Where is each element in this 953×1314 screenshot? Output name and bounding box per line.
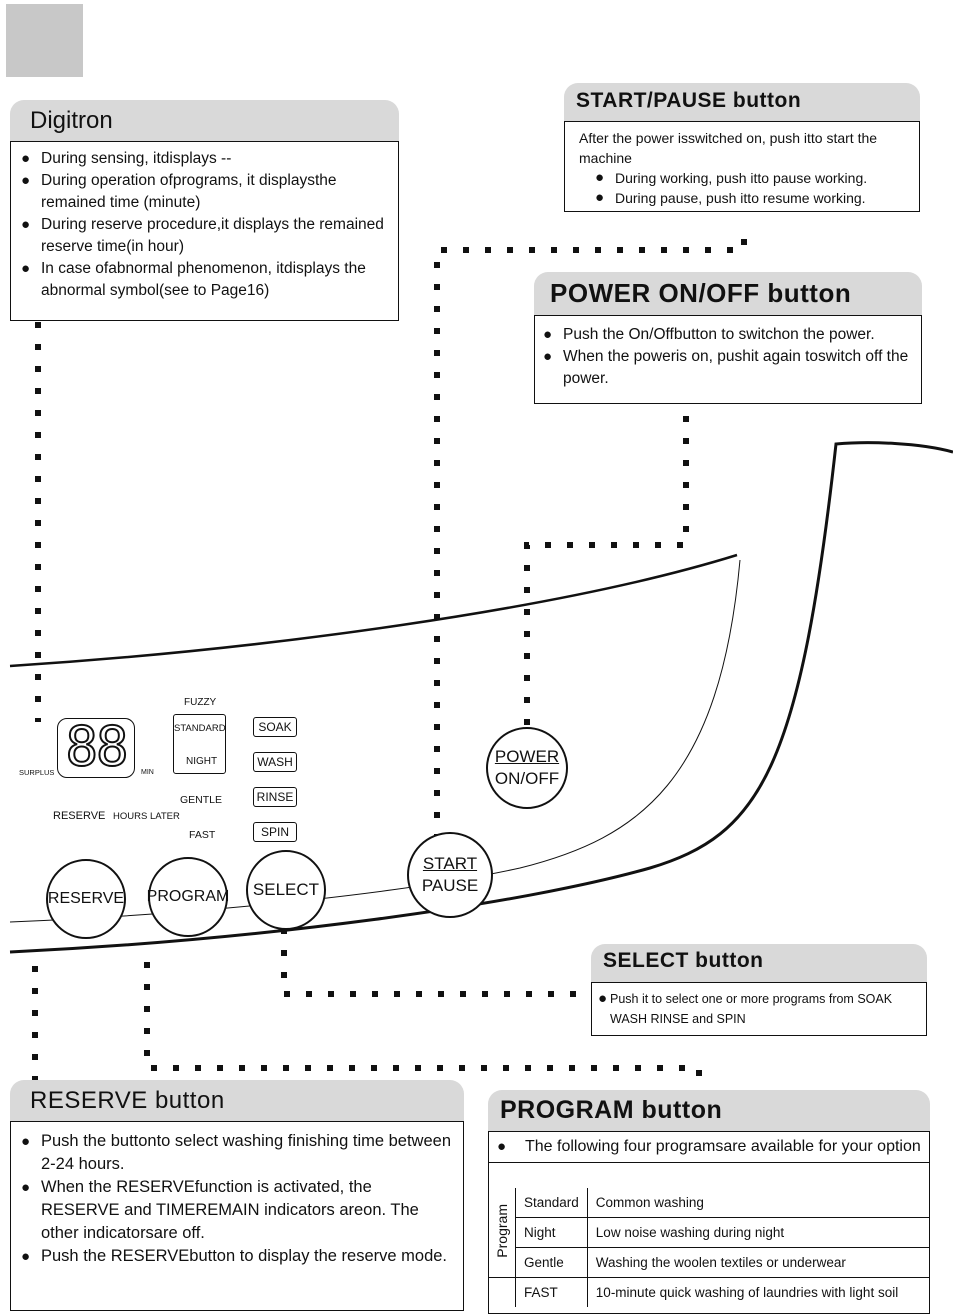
program-name-cell: FAST [515, 1277, 588, 1308]
program-desc-cell: Low noise washing during night [586, 1217, 930, 1248]
digitron-description-box: During sensing, itdisplays -- During ope… [10, 141, 399, 321]
reserve-item: When the RESERVEfunction is activated, t… [19, 1176, 453, 1245]
power-title: POWER ON/OFF button [550, 278, 852, 308]
table-row: Program Standard Common washing [488, 1187, 930, 1278]
digit-display [57, 718, 135, 778]
start-pause-item: During pause, push itto resume working. [593, 188, 907, 208]
start-pause-item: During working, push itto pause working. [593, 168, 907, 188]
soak-indicator: SOAK [253, 717, 297, 737]
panel-lower-edge [610, 444, 836, 860]
reserve-button[interactable]: RESERVE [46, 859, 126, 939]
leader-select [281, 928, 576, 997]
digitron-item: During reserve procedure,it displays the… [19, 214, 390, 258]
select-button[interactable]: SELECT [246, 850, 326, 930]
panel-top-curve [9, 553, 738, 668]
standard-label: STANDARD [174, 723, 226, 734]
power-button-label: POWER [494, 747, 560, 766]
reserve-description-box: Push the buttonto select washing finishi… [10, 1121, 464, 1311]
program-side-label: Program [494, 1204, 510, 1258]
digitron-item: During operation ofprograms, it displays… [19, 170, 390, 214]
rinse-indicator: RINSE [253, 787, 297, 807]
power-item: When the poweris on, pushit again toswit… [541, 346, 915, 390]
select-description-box: Push it to select one or more programs f… [591, 982, 927, 1036]
select-title: SELECT button [603, 949, 764, 972]
table-row: Night Low noise washing during night [489, 1217, 930, 1248]
start-pause-title: START/PAUSE button [576, 89, 802, 112]
digitron-title-tab [10, 100, 399, 142]
digit-display-value: 88 [64, 715, 129, 779]
power-description-box: Push the On/Offbutton to switchon the po… [534, 315, 922, 404]
fast-label: FAST [189, 829, 216, 841]
program-side-label-cell: Program [488, 1187, 516, 1278]
program-table: Program Standard Common washing Night Lo… [488, 1187, 930, 1308]
start-pause-title-tab [564, 83, 920, 121]
program-intro: The following four programsare available… [495, 1136, 921, 1158]
program-desc-cell: Washing the woolen textiles or underwear [586, 1247, 930, 1278]
night-label: NIGHT [186, 756, 218, 767]
program-description-box: The following four programsare available… [488, 1131, 930, 1314]
table-row: Gentle Washing the woolen textiles or un… [489, 1247, 930, 1278]
program-button[interactable]: PROGRAM [146, 857, 230, 937]
hours-later-label: HOURS LATER [113, 811, 180, 822]
table-row: FAST 10-minute quick washing of laundrie… [489, 1277, 930, 1308]
program-label-frame [173, 714, 226, 774]
start-pause-button[interactable]: START PAUSE [407, 832, 493, 918]
leader-power [524, 410, 689, 725]
surplus-label: SURPLUS [19, 768, 55, 777]
program-blank-cell [489, 1277, 516, 1308]
digitron-item: During sensing, itdisplays -- [19, 148, 390, 170]
power-button[interactable]: POWER ON/OFF [486, 727, 568, 809]
program-name-cell: Night [515, 1217, 588, 1248]
reserve-button-label: RESERVE [47, 890, 125, 907]
reserve-item: Push the RESERVEbutton to display the re… [19, 1245, 453, 1268]
corner-gray-square [6, 4, 83, 77]
program-title-tab [488, 1090, 930, 1132]
reserve-title: RESERVE button [30, 1087, 225, 1114]
pause-button-label: PAUSE [421, 876, 479, 895]
program-desc-cell: Common washing [586, 1187, 930, 1218]
start-button-label: START [422, 854, 478, 873]
power-title-tab [534, 272, 922, 316]
reserve-item: Push the buttonto select washing finishi… [19, 1130, 453, 1176]
start-pause-description-box: After the power isswitched on, push itto… [564, 121, 920, 212]
spin-indicator: SPIN [253, 822, 297, 842]
program-name-cell: Gentle [515, 1247, 588, 1278]
fuzzy-label: FUZZY [184, 697, 217, 708]
select-title-tab [591, 944, 927, 982]
reserve-title-tab [10, 1080, 464, 1122]
program-desc-cell: 10-minute quick washing of laundries wit… [586, 1277, 930, 1308]
panel-outer-edge [9, 441, 953, 954]
reserve-indicator-label: RESERVE [53, 810, 106, 822]
start-pause-intro: After the power isswitched on, push itto… [579, 130, 878, 166]
power-item: Push the On/Offbutton to switchon the po… [541, 324, 915, 346]
digitron-title: Digitron [30, 107, 113, 134]
onoff-button-label: ON/OFF [494, 769, 560, 788]
select-item: Push it to select one or more programs f… [596, 989, 920, 1029]
program-name-cell: Standard [515, 1187, 588, 1218]
wash-indicator: WASH [253, 752, 297, 772]
program-button-label: PROGRAM [146, 888, 230, 905]
digitron-item: In case ofabnormal phenomenon, itdisplay… [19, 258, 390, 302]
select-button-label: SELECT [252, 880, 320, 899]
min-label: MIN [141, 769, 154, 776]
gentle-label: GENTLE [180, 794, 223, 806]
program-title: PROGRAM button [500, 1096, 723, 1124]
